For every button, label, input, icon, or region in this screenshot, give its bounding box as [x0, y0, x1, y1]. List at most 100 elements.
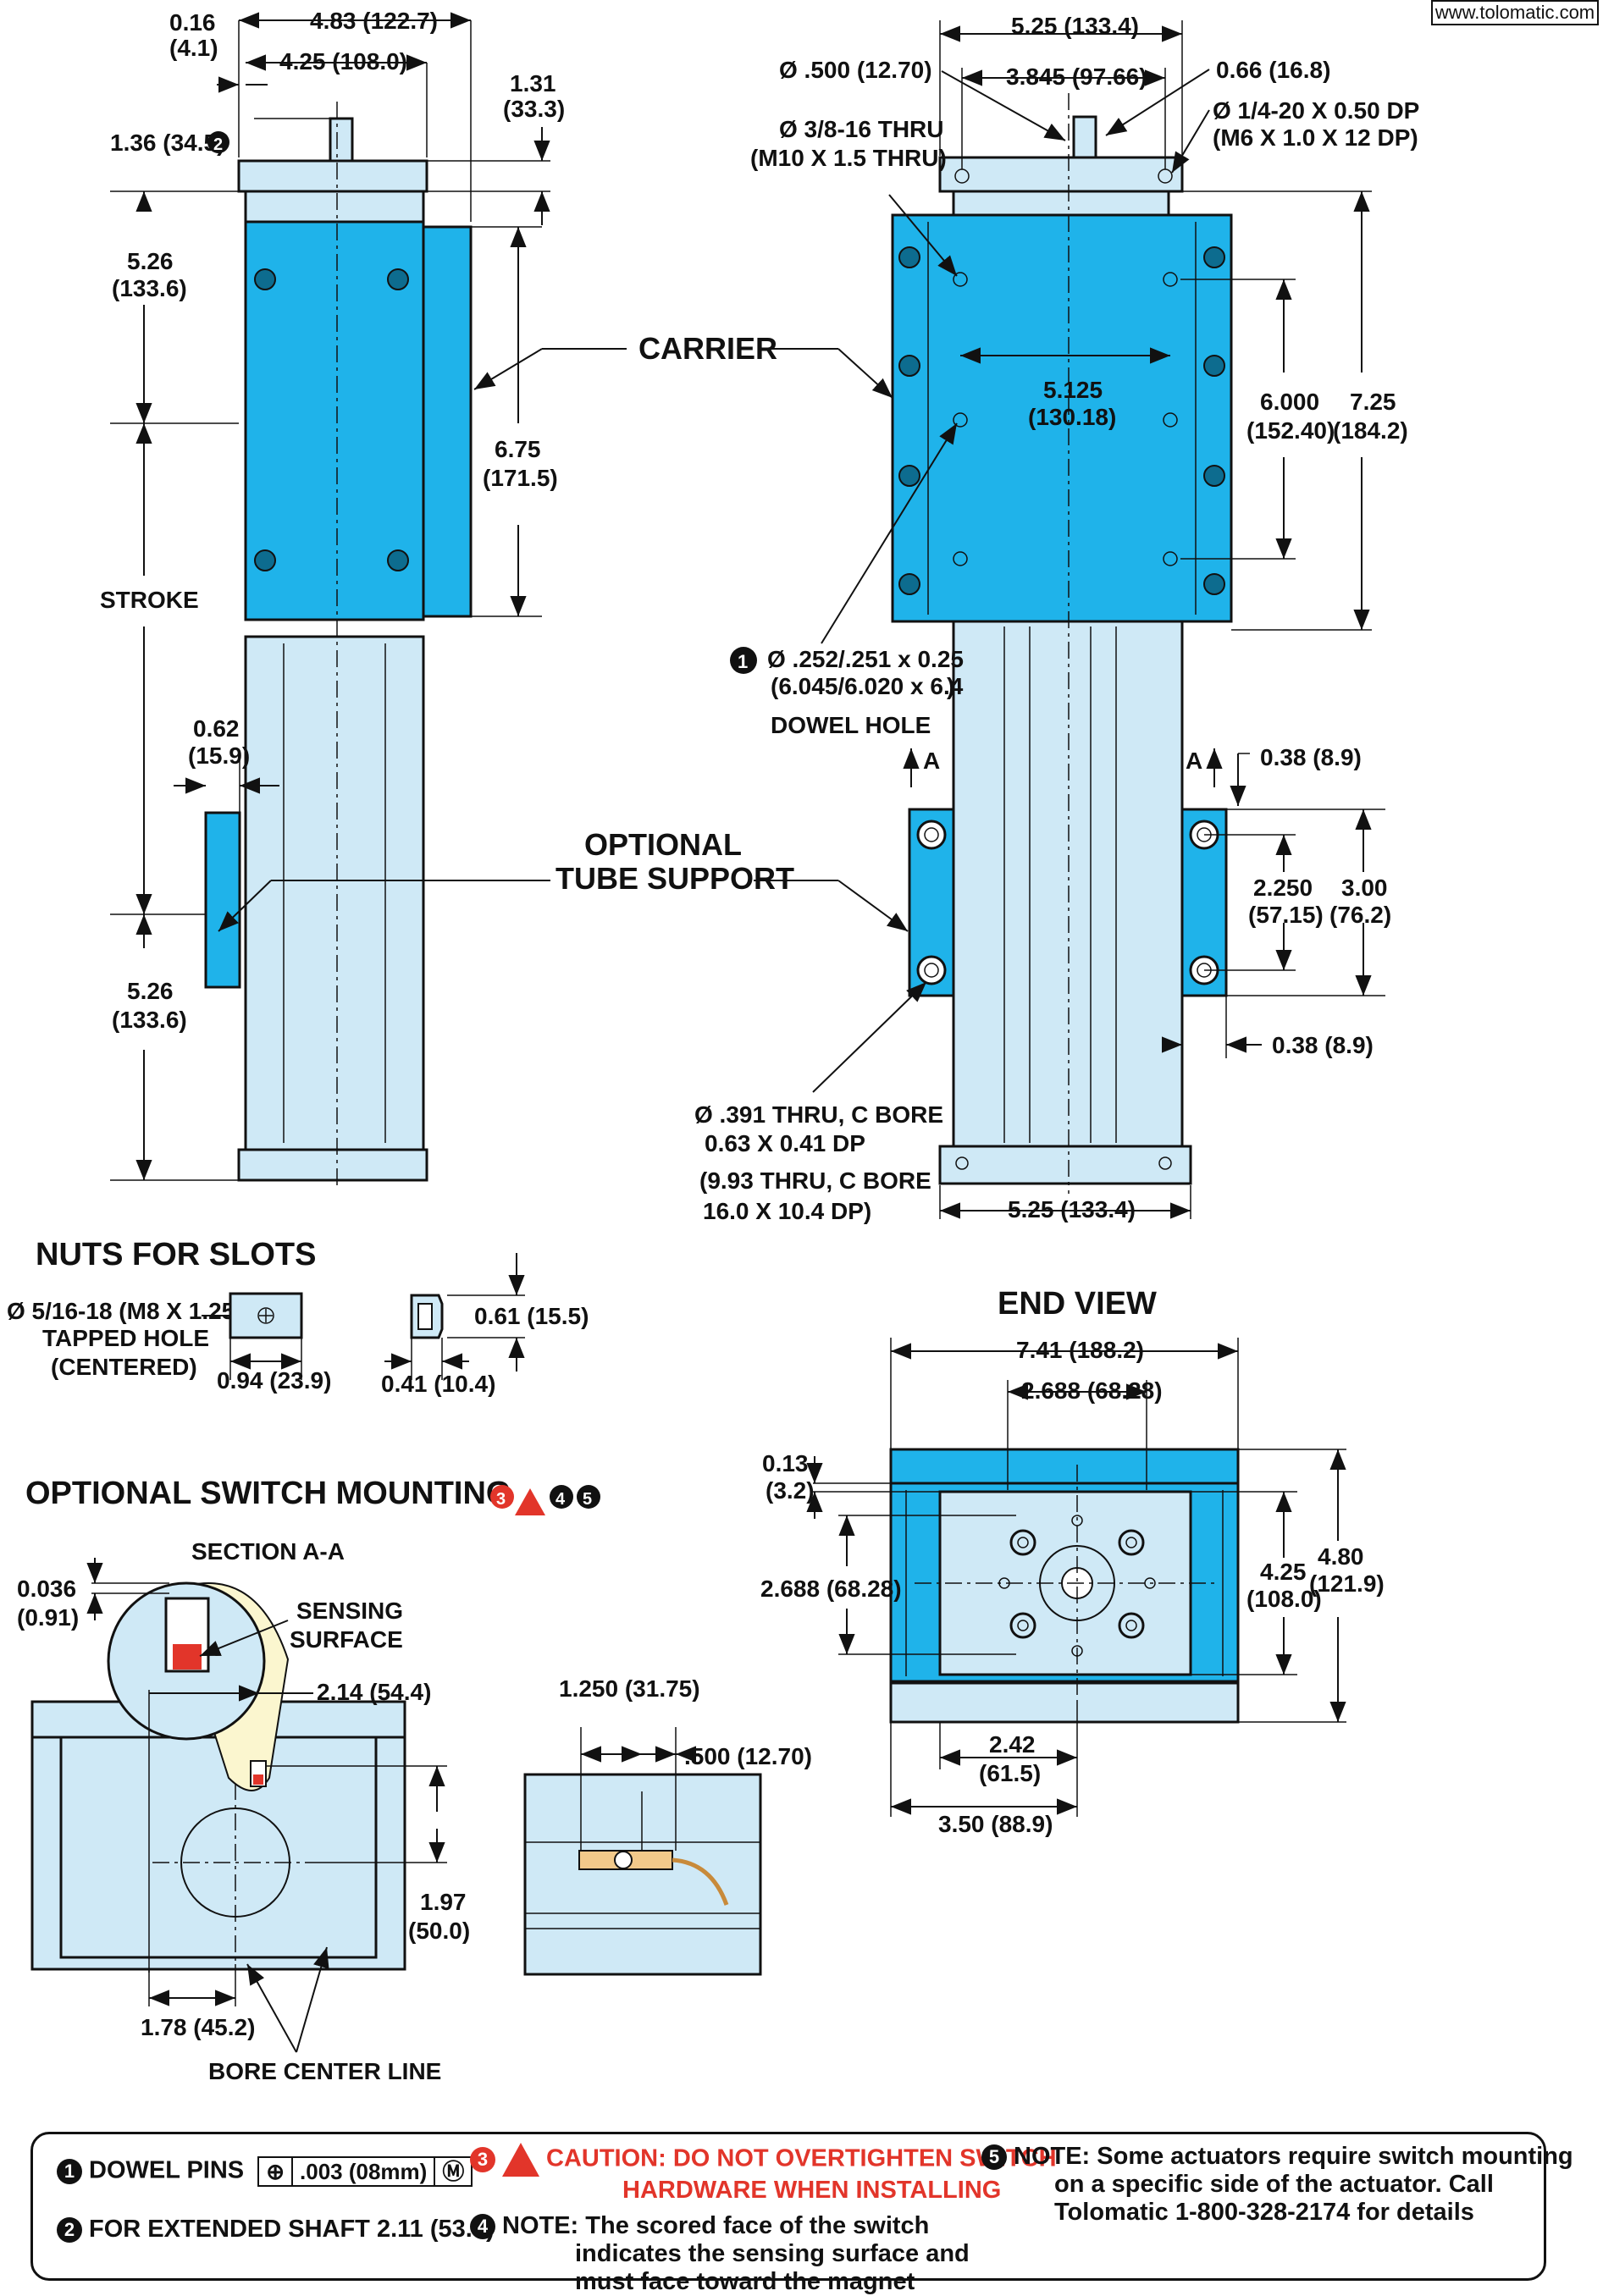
nuts-tap-3: (CENTERED) — [51, 1354, 197, 1380]
nuts-tap-2: TAPPED HOLE — [42, 1325, 209, 1351]
note-4-number: 4 — [470, 2214, 495, 2240]
side-shaft — [329, 117, 354, 163]
side-carrier-bolts — [254, 268, 409, 571]
tolerance-value: .003 (08mm) — [293, 2158, 436, 2185]
end-dim-2688a: 2.688 (68.28) — [1021, 1377, 1163, 1404]
end-bolts — [998, 1515, 1156, 1657]
dim-062: 0.62 — [193, 715, 240, 742]
top-tube — [952, 620, 1184, 1148]
side-tube — [244, 635, 425, 1151]
dim-136: 1.36 (34.5) — [110, 130, 224, 156]
end-dim-425: 4.25 — [1260, 1559, 1307, 1585]
top-dim-6000-mm: (152.40) — [1246, 417, 1335, 444]
dim-675-mm: (171.5) — [483, 465, 558, 491]
top-dim-038b: 0.38 (8.9) — [1272, 1032, 1374, 1058]
nuts-dim-094: 0.94 (23.9) — [217, 1367, 331, 1394]
dim-131: 1.31 — [510, 70, 556, 97]
top-tap-2: (M6 X 1.0 X 12 DP) — [1213, 124, 1418, 151]
bore-center-line-label: BORE CENTER LINE — [208, 2058, 441, 2084]
end-dim-480: 4.80 — [1318, 1543, 1364, 1570]
dim-526b-mm: (133.6) — [112, 1007, 187, 1033]
switch-dim-178: 1.78 (45.2) — [141, 2014, 255, 2040]
side-view: 4.83 (122.7) 4.25 (108.0) 0.16 (4.1) 1.3… — [100, 8, 909, 1185]
note-3-line-1: CAUTION: DO NOT OVERTIGHTEN SWITCH — [546, 2144, 1057, 2172]
end-dim-013-mm: (3.2) — [766, 1477, 815, 1504]
top-dim-725-mm: (184.2) — [1333, 417, 1408, 444]
nuts-title: NUTS FOR SLOTS — [36, 1237, 316, 1272]
section-title: SECTION A-A — [191, 1538, 345, 1565]
mmc-icon: Ⓜ — [442, 2159, 465, 2184]
note-5-line-2: on a specific side of the actuator. Call — [1054, 2171, 1494, 2198]
note-3-number: 3 — [470, 2147, 495, 2172]
end-dim-741: 7.41 (188.2) — [1016, 1337, 1144, 1363]
top-view: 5.25 (133.4) 3.845 (97.66) Ø .500 (12.70… — [694, 13, 1419, 1224]
top-thru-1: Ø 3/8-16 THRU — [779, 116, 944, 142]
top-cbore-1: Ø .391 THRU, C BORE — [694, 1101, 943, 1128]
top-dim-6000: 6.000 — [1260, 389, 1319, 415]
note-2-text: FOR EXTENDED SHAFT 2.11 (53.6) — [89, 2216, 495, 2243]
top-dim-066: 0.66 (16.8) — [1216, 57, 1330, 83]
switch-dim-0036: 0.036 — [17, 1576, 76, 1602]
svg-text:1: 1 — [738, 651, 748, 672]
top-shaft-dia: Ø .500 (12.70) — [779, 57, 932, 83]
tube-support-label-1: OPTIONAL — [584, 827, 742, 862]
top-dim-5125-mm: (130.18) — [1028, 404, 1116, 430]
note-3-line-2: HARDWARE WHEN INSTALLING — [622, 2177, 1002, 2204]
dim-131-mm: (33.3) — [503, 96, 565, 122]
section-a-left: A — [923, 748, 940, 774]
tube-support-label-2: TUBE SUPPORT — [556, 861, 794, 896]
side-carrier-plate — [422, 225, 473, 618]
dim-526b: 5.26 — [127, 978, 174, 1004]
website-label: www.tolomatic.com — [1431, 0, 1599, 25]
note-1-number: 1 — [57, 2159, 82, 2184]
note-4-line-2: indicates the sensing surface and — [575, 2240, 970, 2267]
top-cbore-4: 16.0 X 10.4 DP) — [703, 1198, 871, 1224]
end-view-title: END VIEW — [998, 1286, 1157, 1322]
top-dowel-1: Ø .252/.251 x 0.25 — [767, 646, 964, 672]
top-dim-300: 3.00 — [1341, 875, 1388, 901]
switch-side-body — [523, 1773, 762, 1976]
switch-title: OPTIONAL SWITCH MOUNTING — [25, 1476, 511, 1511]
sensing-label-2: SURFACE — [290, 1626, 403, 1653]
top-dowel-2: (6.045/6.020 x 6.4 — [771, 673, 964, 699]
note-2: 2 FOR EXTENDED SHAFT 2.11 (53.6) — [57, 2216, 495, 2244]
nuts-for-slots: NUTS FOR SLOTS Ø 5/16-18 (M8 X 1.25) TAP… — [7, 1237, 589, 1397]
top-bottom-cap — [938, 1145, 1192, 1185]
switch-dim-214: 2.14 (54.4) — [317, 1679, 431, 1705]
note-4-line-1: NOTE: The scored face of the switch — [502, 2212, 930, 2239]
svg-text:5: 5 — [583, 1490, 592, 1509]
end-dim-2688b: 2.688 (68.28) — [760, 1576, 902, 1602]
switch-dim-500: .500 (12.70) — [684, 1743, 812, 1769]
position-icon: ⊕ — [259, 2158, 294, 2185]
top-carrier-bolts — [898, 246, 1225, 595]
switch-dim-197-mm: (50.0) — [408, 1918, 470, 1944]
end-dim-480-mm: (121.9) — [1309, 1570, 1385, 1597]
top-dim-3845: 3.845 (97.66) — [1006, 63, 1147, 90]
dim-425: 4.25 (108.0) — [279, 48, 407, 75]
dim-526a-mm: (133.6) — [112, 275, 187, 301]
top-shaft — [1072, 115, 1097, 159]
sensing-label-1: SENSING — [296, 1598, 403, 1624]
top-cbore-2: 0.63 X 0.41 DP — [705, 1130, 865, 1156]
dim-016: 0.16 — [169, 9, 216, 36]
section-a-right: A — [1186, 748, 1202, 774]
end-dim-242-mm: (61.5) — [979, 1760, 1041, 1786]
side-tube-support — [204, 811, 241, 989]
dim-526a: 5.26 — [127, 248, 174, 274]
note-5-line-3: Tolomatic 1-800-328-2174 for details — [1054, 2199, 1474, 2226]
end-dim-242: 2.42 — [989, 1731, 1036, 1758]
top-dim-300-mm: (76.2) — [1329, 902, 1391, 928]
switch-cable — [672, 1857, 729, 1906]
top-dim-2250-mm: (57.15) — [1248, 902, 1324, 928]
top-dowel-3: DOWEL HOLE — [771, 712, 931, 738]
nuts-dim-061: 0.61 (15.5) — [474, 1303, 589, 1329]
top-dim-2250: 2.250 — [1253, 875, 1313, 901]
svg-text:3: 3 — [496, 1490, 506, 1509]
note-4-line-3: must face toward the magnet — [575, 2268, 915, 2295]
top-carrier-holes — [953, 272, 1178, 566]
top-dim-525b: 5.25 (133.4) — [1008, 1196, 1136, 1223]
end-dim-425-mm: (108.0) — [1246, 1586, 1322, 1612]
note-2-number: 2 — [57, 2217, 82, 2244]
